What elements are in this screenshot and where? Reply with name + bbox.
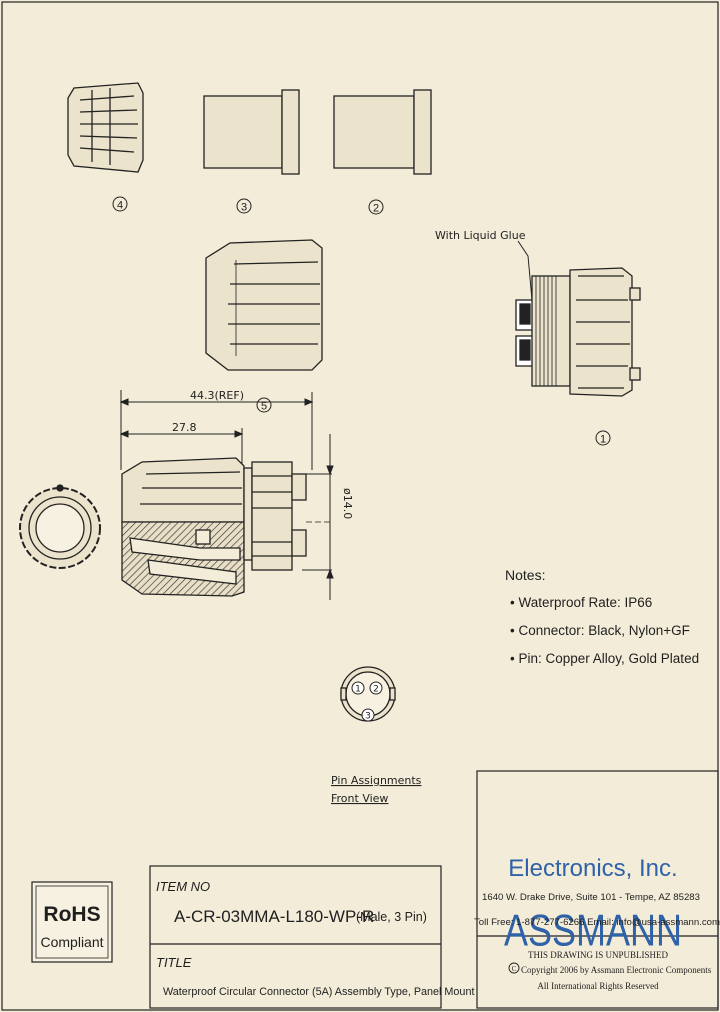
pin-1-number: 1 [355, 685, 361, 695]
part-5-number: 5 [261, 401, 267, 413]
note-item: • Waterproof Rate: IP66 [510, 595, 652, 610]
dimension-body [119, 428, 244, 470]
rohs-title: RoHS [43, 903, 100, 926]
copyright-symbol-letter: C [512, 965, 517, 973]
pin-caption-line-1: Pin Assignments [331, 774, 422, 787]
dimension-diameter [302, 434, 334, 600]
company-block [476, 770, 719, 1009]
note-item: • Connector: Black, Nylon+GF [510, 623, 690, 638]
copyright-notice: Copyright 2006 by Assmann Electronic Com… [521, 965, 712, 975]
pin-caption-line-2: Front View [331, 792, 388, 805]
pin-3-number: 3 [365, 712, 371, 722]
dimension-overall-label: 44.3(REF) [190, 389, 244, 402]
part-4-number: 4 [117, 200, 123, 212]
item-no-label: ITEM NO [156, 879, 210, 894]
note-item: • Pin: Copper Alloy, Gold Plated [510, 651, 699, 666]
company-address: 1640 W. Drake Drive, Suite 101 - Tempe, … [482, 892, 700, 903]
title-block [149, 865, 442, 1009]
company-logo-name: ASSMANN [504, 904, 682, 955]
notes-block: Notes: • Waterproof Rate: IP66 • Connect… [505, 567, 699, 666]
rohs-badge: RoHS Compliant [31, 881, 113, 963]
part-5-callout: 5 [256, 397, 272, 413]
part-2-sleeve [333, 89, 432, 175]
dimension-diameter-label: ø14.0 [341, 488, 354, 519]
dimension-overall [119, 390, 314, 470]
part-2-callout: 2 [368, 199, 384, 215]
part-1-callout: 1 [595, 430, 611, 446]
part-5-cable-boot [205, 239, 323, 371]
rohs-subtitle: Compliant [40, 934, 103, 950]
front-view-connector [19, 484, 101, 569]
glue-callout: With Liquid Glue [435, 229, 533, 301]
part-3-callout: 3 [236, 198, 252, 214]
unpublished-notice: THIS DRAWING IS UNPUBLISHED [528, 950, 669, 960]
part-3-sleeve [203, 89, 300, 175]
part-3-number: 3 [241, 202, 247, 214]
part-1-number: 1 [600, 434, 606, 446]
company-logo-subname: Electronics, Inc. [508, 855, 677, 882]
part-4-grip-sleeve [67, 82, 144, 173]
part-1-panel-connector [515, 267, 641, 397]
title-text: Waterproof Circular Connector (5A) Assem… [163, 986, 474, 998]
title-label: TITLE [156, 955, 192, 970]
assembly-section-view [121, 457, 332, 597]
copyright-symbol [508, 962, 520, 974]
item-variant: (Male, 3 Pin) [356, 910, 427, 924]
pin-assignment-view [340, 666, 396, 722]
company-contact: Toll Free: 1-877-277-6266 Email: info@us… [474, 917, 720, 928]
part-2-number: 2 [373, 203, 379, 215]
part-4-callout: 4 [112, 196, 128, 212]
glue-callout-label: With Liquid Glue [435, 229, 526, 242]
dimension-body-label: 27.8 [172, 421, 197, 434]
notes-heading: Notes: [505, 567, 545, 583]
rights-notice: All International Rights Reserved [537, 981, 659, 991]
item-number: A-CR-03MMA-L180-WP-R [174, 907, 374, 926]
pin-2-number: 2 [373, 685, 379, 695]
